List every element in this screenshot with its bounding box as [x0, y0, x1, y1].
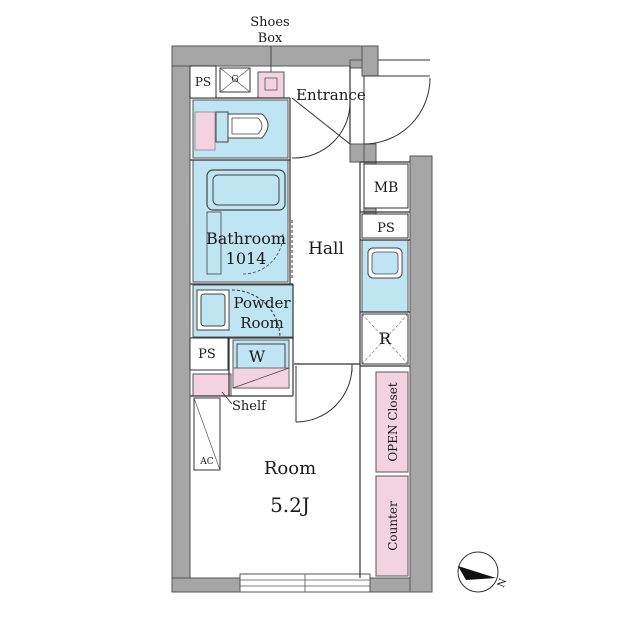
mb-label: MB — [374, 180, 399, 196]
open-closet-label: OPEN Closet — [386, 382, 400, 461]
ps-box-left — [189, 337, 229, 371]
counter — [375, 475, 409, 577]
entrance-label: Entrance — [296, 86, 366, 104]
window-bottom — [239, 573, 371, 593]
toilet-area — [192, 99, 289, 159]
compass-icon — [457, 551, 499, 593]
shoes-box-label-2: Box — [258, 31, 283, 46]
powder-room-area — [192, 284, 294, 338]
powder-room-label-1: Powder — [233, 294, 291, 312]
walls — [171, 45, 433, 593]
room-size-label: 5.2J — [270, 493, 310, 517]
kitchen-area — [361, 239, 409, 313]
ps-top-label: PS — [195, 75, 211, 89]
ac-unit — [193, 397, 221, 471]
washer-label: W — [249, 347, 266, 366]
powder-room-label-2: Room — [240, 314, 284, 332]
ps-left-label: PS — [198, 347, 216, 362]
refrigerator-space — [361, 313, 409, 365]
mb-box — [363, 163, 409, 209]
doors — [231, 59, 431, 423]
shelf — [192, 373, 232, 397]
open-closet — [375, 371, 409, 473]
bathroom-area — [192, 159, 289, 283]
ps-right-label: PS — [377, 221, 395, 236]
counter-label: Counter — [386, 501, 400, 551]
bathroom-size-label: 1014 — [226, 249, 267, 268]
shoes-box — [257, 71, 285, 99]
gas-label: G — [231, 75, 238, 85]
ac-label: AC — [199, 457, 213, 467]
washer-area — [232, 339, 290, 389]
refrigerator-label: R — [379, 329, 392, 348]
bathroom-label: Bathroom — [206, 229, 286, 248]
hall-label: Hall — [308, 239, 344, 259]
room-label: Room — [264, 458, 316, 479]
shelf-label: Shelf — [232, 399, 267, 414]
ps-box-right — [361, 213, 409, 239]
north-label: N — [496, 577, 509, 589]
ps-box-top — [189, 65, 217, 99]
shoes-box-label-1: Shoes — [250, 15, 289, 30]
